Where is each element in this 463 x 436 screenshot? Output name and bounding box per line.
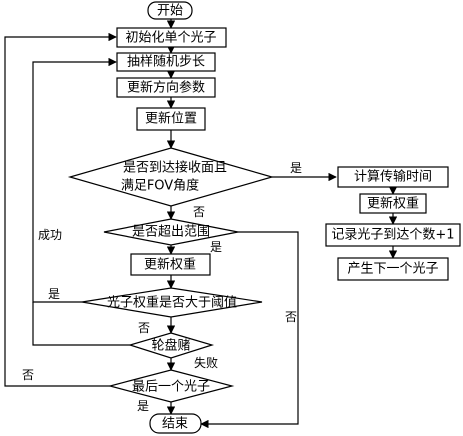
last-no-label: 否 (22, 368, 34, 382)
last-photon-diamond (107, 369, 235, 403)
check-threshold-diamond (81, 287, 263, 318)
roulette-fail-label: 失败 (194, 355, 218, 370)
check-receiver-label-1: 是否到达接收面且 (123, 160, 227, 176)
update-direction-label: 更新方向参数 (127, 80, 205, 96)
last-photon-label: 最后一个光子 (132, 380, 210, 395)
update-direction-box (116, 77, 216, 98)
check-range-diamond (103, 218, 239, 246)
check-receiver-label-2: 满足FOV角度 (121, 178, 199, 194)
sample-step-box (116, 52, 216, 72)
roulette-success-label: 成功 (38, 228, 62, 242)
receiver-no-label: 否 (193, 205, 205, 219)
update-position-box (136, 107, 206, 131)
update-weight-right-box (359, 193, 427, 214)
update-position-label: 更新位置 (145, 111, 197, 127)
record-count-label: 记录光子到达个数+1 (331, 228, 454, 243)
update-weight-left-label: 更新权重 (144, 257, 196, 273)
edge-threshold-yes (32, 57, 117, 303)
edge-last-no (4, 32, 117, 387)
threshold-yes-label: 是 (48, 287, 60, 301)
range-no-label: 否 (285, 310, 297, 324)
last-yes-label: 是 (137, 399, 149, 413)
record-count-box (325, 223, 461, 247)
sample-step-label: 抽样随机步长 (127, 55, 205, 70)
next-photon-label: 产生下一个光子 (347, 262, 438, 277)
init-photon-box (116, 27, 227, 48)
connectors (4, 19, 398, 429)
update-weight-left-box (130, 253, 211, 276)
start-node (147, 1, 193, 20)
roulette-diamond (127, 332, 215, 359)
start-label: 开始 (157, 4, 183, 19)
calc-time-label: 计算传输时间 (354, 169, 432, 185)
range-yes-label: 是 (210, 240, 222, 254)
update-weight-right-label: 更新权重 (367, 196, 419, 212)
check-receiver-diamond (67, 147, 275, 207)
init-photon-label: 初始化单个光子 (125, 31, 216, 46)
check-threshold-label: 光子权重是否大于阈值 (107, 295, 237, 311)
end-node (149, 413, 202, 434)
check-range-label: 是否超出范围 (132, 225, 210, 240)
roulette-label: 轮盘赌 (151, 338, 190, 354)
receiver-yes-label: 是 (290, 161, 302, 175)
edge-range-yes (200, 231, 299, 429)
calc-time-box (337, 166, 449, 188)
next-photon-box (337, 257, 449, 281)
threshold-no-label: 否 (138, 321, 150, 335)
end-label: 结束 (162, 417, 188, 432)
edge-roulette-success (32, 302, 130, 346)
